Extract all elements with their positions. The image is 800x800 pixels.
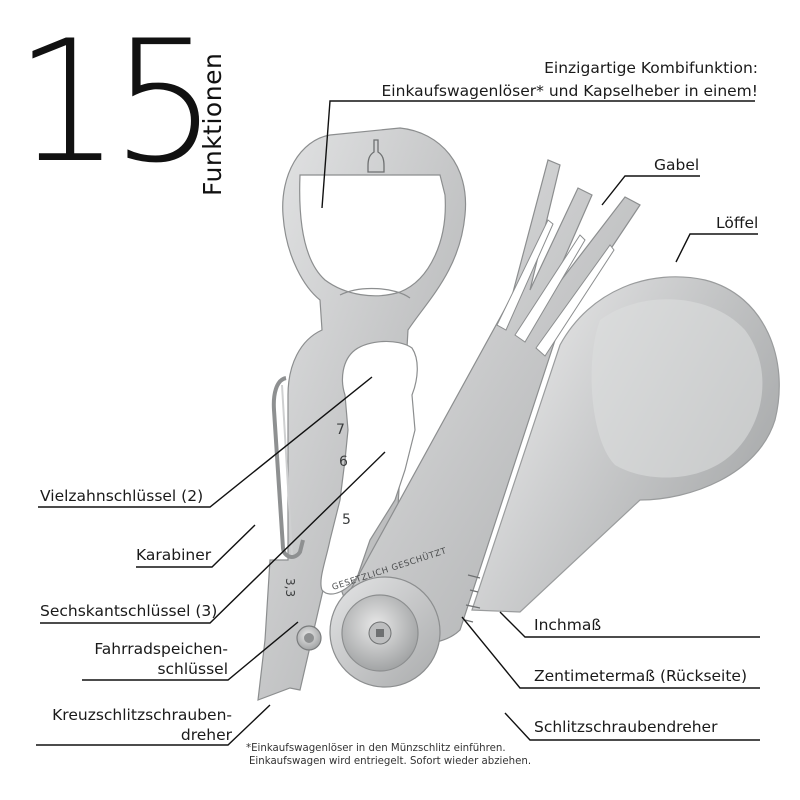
leader-karabiner: [136, 524, 256, 568]
label-inch: Inchmaß: [534, 616, 602, 634]
footnote-line1: *Einkaufswagenlöser in den Münzschlitz e…: [246, 743, 506, 754]
leader-inch: [499, 611, 760, 638]
label-vielzahn: Vielzahnschlüssel (2): [40, 487, 204, 505]
footnote-line2: Einkaufswagen wird entriegelt. Sofort wi…: [249, 755, 532, 767]
label-karabiner: Karabiner: [136, 546, 212, 564]
label-kreuz-line1: Kreuzschlitzschrauben-: [52, 706, 232, 724]
leader-loeffel: [675, 233, 758, 263]
pivot-hub: [329, 576, 441, 688]
label-kombi-line2: Einkaufswagenlöser* und Kapselheber in e…: [381, 82, 758, 100]
label-fahrrad-line1: Fahrradspeichen-: [94, 640, 228, 658]
leader-schlitz: [504, 712, 760, 741]
leader-fahrrad: [82, 621, 299, 681]
label-fahrrad-line2: schlüssel: [157, 660, 228, 678]
leader-sechskant: [40, 451, 386, 624]
label-schlitz: Schlitzschraubendreher: [534, 718, 718, 736]
label-kreuz-line2: dreher: [180, 726, 232, 744]
size-mark-6: 6: [339, 454, 348, 470]
size-mark-33: 3,3: [283, 578, 297, 597]
spoon: [471, 276, 780, 613]
ruler-marks: [464, 574, 481, 623]
leader-gabel: [601, 175, 700, 206]
label-gabel: Gabel: [654, 156, 700, 174]
function-count: 15: [14, 4, 218, 200]
label-kombi-line1: Einzigartige Kombifunktion:: [544, 59, 758, 77]
leader-zentimeter: [461, 616, 760, 689]
label-sechskant: Sechskantschlüssel (3): [40, 602, 218, 620]
size-mark-7: 7: [336, 422, 345, 438]
fork: [344, 159, 641, 645]
leader-lines: [36, 100, 760, 746]
leader-vielzahn: [38, 376, 373, 508]
label-zentimeter: Zentimetermaß (Rückseite): [534, 667, 748, 685]
label-loeffel: Löffel: [716, 214, 759, 232]
size-mark-5: 5: [342, 512, 351, 528]
leader-kreuz: [36, 704, 271, 746]
footnote: *Einkaufswagenlöser in den Münzschlitz e…: [246, 743, 531, 769]
